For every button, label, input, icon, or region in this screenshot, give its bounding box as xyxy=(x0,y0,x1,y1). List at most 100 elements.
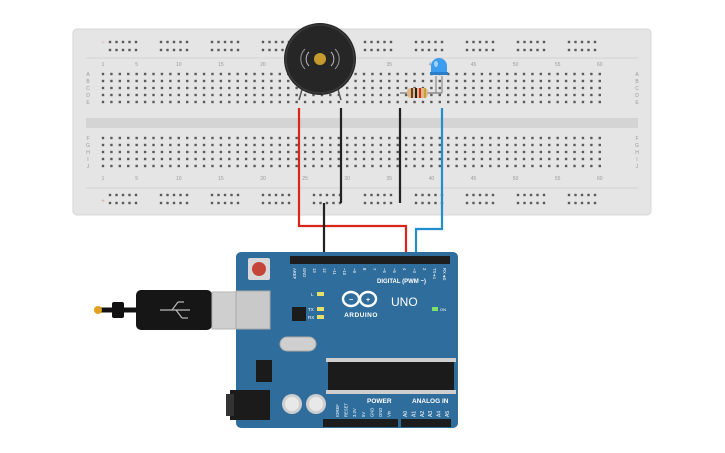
breadboard-hole[interactable] xyxy=(186,143,189,147)
breadboard-hole[interactable] xyxy=(244,79,248,83)
breadboard-hole[interactable] xyxy=(438,143,441,147)
breadboard-hole[interactable] xyxy=(143,150,147,154)
rail-hole[interactable] xyxy=(108,48,112,52)
breadboard-hole[interactable] xyxy=(447,72,450,76)
breadboard-hole[interactable] xyxy=(202,93,206,97)
breadboard-hole[interactable] xyxy=(228,93,231,97)
breadboard-hole[interactable] xyxy=(270,100,273,104)
breadboard-hole[interactable] xyxy=(202,100,206,104)
breadboard-hole[interactable] xyxy=(118,164,122,168)
breadboard-hole[interactable] xyxy=(447,100,450,104)
breadboard-hole[interactable] xyxy=(455,72,458,76)
breadboard-hole[interactable] xyxy=(497,72,500,76)
breadboard-hole[interactable] xyxy=(362,150,366,154)
breadboard-hole[interactable] xyxy=(354,157,357,161)
rail-hole[interactable] xyxy=(536,193,539,197)
rail-hole[interactable] xyxy=(516,40,520,44)
breadboard-hole[interactable] xyxy=(312,136,315,140)
rail-hole[interactable] xyxy=(217,40,220,44)
breadboard-hole[interactable] xyxy=(598,86,601,90)
breadboard-hole[interactable] xyxy=(194,93,197,97)
rail-hole[interactable] xyxy=(115,193,118,197)
rail-hole[interactable] xyxy=(542,48,546,52)
breadboard-hole[interactable] xyxy=(362,164,366,168)
breadboard-hole[interactable] xyxy=(531,72,534,76)
rail-hole[interactable] xyxy=(363,40,367,44)
breadboard-hole[interactable] xyxy=(489,164,492,168)
rail-hole[interactable] xyxy=(536,40,539,44)
breadboard-hole[interactable] xyxy=(438,79,441,83)
breadboard-hole[interactable] xyxy=(489,150,492,154)
rail-hole[interactable] xyxy=(421,193,424,197)
breadboard-hole[interactable] xyxy=(152,72,155,76)
rail-hole[interactable] xyxy=(287,201,291,205)
breadboard-hole[interactable] xyxy=(430,79,433,83)
rail-hole[interactable] xyxy=(478,40,482,44)
rail-hole[interactable] xyxy=(166,40,169,44)
rail-hole[interactable] xyxy=(580,48,584,52)
breadboard-hole[interactable] xyxy=(548,93,551,97)
breadboard-hole[interactable] xyxy=(177,72,180,76)
breadboard-hole[interactable] xyxy=(101,93,105,97)
breadboard-hole[interactable] xyxy=(337,157,340,161)
breadboard-hole[interactable] xyxy=(413,150,416,154)
rail-hole[interactable] xyxy=(370,40,373,44)
breadboard-hole[interactable] xyxy=(522,79,526,83)
breadboard-hole[interactable] xyxy=(202,136,206,140)
breadboard-hole[interactable] xyxy=(514,100,517,104)
breadboard-hole[interactable] xyxy=(152,79,155,83)
rail-hole[interactable] xyxy=(210,40,214,44)
rail-hole[interactable] xyxy=(159,193,163,197)
rail-hole[interactable] xyxy=(261,48,265,52)
breadboard-hole[interactable] xyxy=(169,72,172,76)
breadboard-hole[interactable] xyxy=(295,143,298,147)
breadboard-hole[interactable] xyxy=(362,157,366,161)
breadboard-hole[interactable] xyxy=(581,79,585,83)
rail-hole[interactable] xyxy=(319,193,322,197)
breadboard-hole[interactable] xyxy=(320,164,324,168)
breadboard-hole[interactable] xyxy=(472,100,475,104)
breadboard-hole[interactable] xyxy=(337,100,340,104)
rail-hole[interactable] xyxy=(427,48,431,52)
rail-hole[interactable] xyxy=(587,48,590,52)
rail-hole[interactable] xyxy=(281,193,284,197)
rail-hole[interactable] xyxy=(166,201,169,205)
rail-hole[interactable] xyxy=(185,193,189,197)
rail-hole[interactable] xyxy=(287,193,291,197)
breadboard-hole[interactable] xyxy=(110,79,113,83)
breadboard-hole[interactable] xyxy=(295,86,298,90)
rail-hole[interactable] xyxy=(223,48,227,52)
breadboard-hole[interactable] xyxy=(320,136,324,140)
breadboard-hole[interactable] xyxy=(287,79,290,83)
breadboard-hole[interactable] xyxy=(143,86,147,90)
breadboard-hole[interactable] xyxy=(522,100,526,104)
breadboard-hole[interactable] xyxy=(320,93,324,97)
breadboard-hole[interactable] xyxy=(127,72,130,76)
breadboard-hole[interactable] xyxy=(211,86,214,90)
rail-hole[interactable] xyxy=(414,193,418,197)
rail-hole[interactable] xyxy=(217,193,220,197)
rail-hole[interactable] xyxy=(523,40,526,44)
breadboard-hole[interactable] xyxy=(169,136,172,140)
breadboard-hole[interactable] xyxy=(186,100,189,104)
breadboard-hole[interactable] xyxy=(270,72,273,76)
breadboard-hole[interactable] xyxy=(505,93,509,97)
breadboard-hole[interactable] xyxy=(177,164,180,168)
breadboard-hole[interactable] xyxy=(337,164,340,168)
breadboard-hole[interactable] xyxy=(219,150,223,154)
breadboard-hole[interactable] xyxy=(101,86,105,90)
rail-hole[interactable] xyxy=(370,201,373,205)
breadboard-hole[interactable] xyxy=(539,150,543,154)
breadboard-hole[interactable] xyxy=(421,150,425,154)
breadboard-hole[interactable] xyxy=(186,136,189,140)
breadboard-hole[interactable] xyxy=(472,157,475,161)
breadboard-hole[interactable] xyxy=(522,93,526,97)
rail-hole[interactable] xyxy=(281,40,284,44)
rail-hole[interactable] xyxy=(261,40,265,44)
breadboard-hole[interactable] xyxy=(388,72,391,76)
breadboard-hole[interactable] xyxy=(194,157,197,161)
breadboard-hole[interactable] xyxy=(480,86,484,90)
breadboard-hole[interactable] xyxy=(430,100,433,104)
breadboard-hole[interactable] xyxy=(379,136,383,140)
breadboard-hole[interactable] xyxy=(556,164,559,168)
